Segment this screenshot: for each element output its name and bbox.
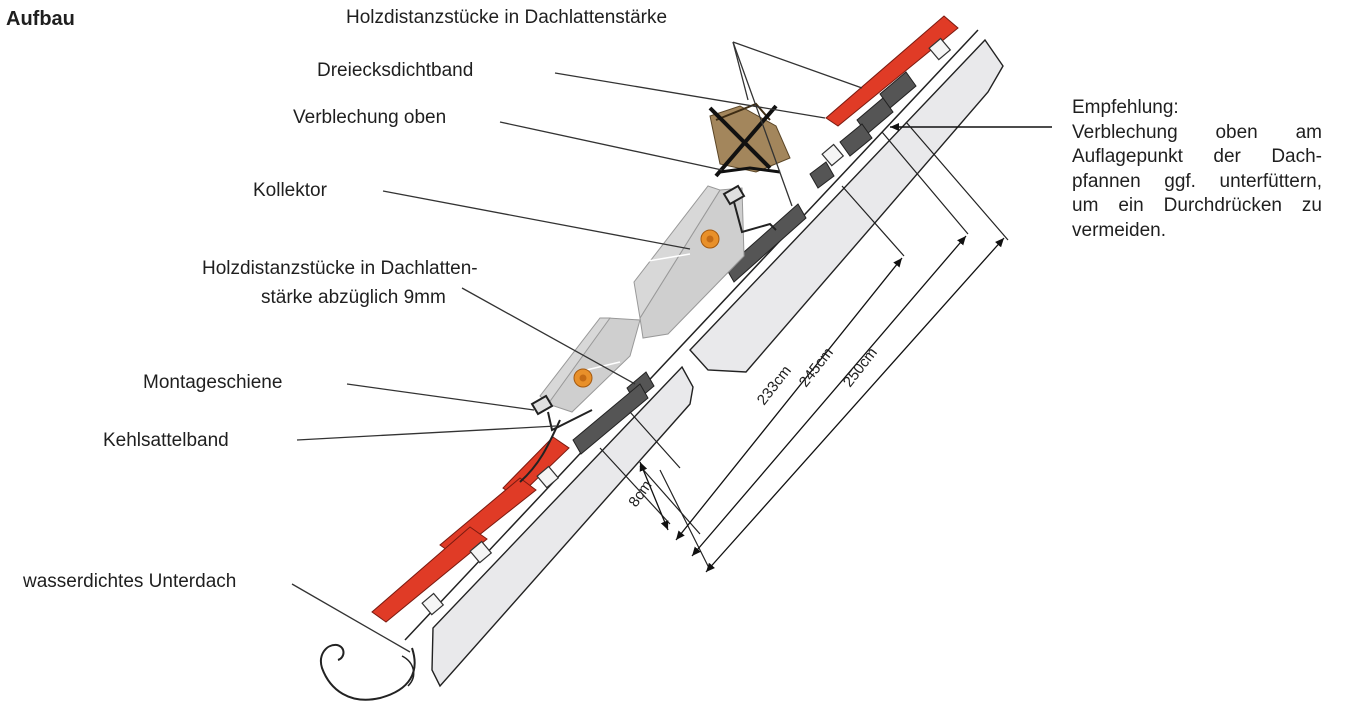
dim-label-233: 233cm (754, 363, 795, 409)
dimension-arrows (639, 235, 1005, 573)
recommendation-line: vermeiden. (1072, 219, 1166, 241)
recommendation-line: um ein Durchdrücken zu (1072, 195, 1322, 216)
recommendation-line: Verblechung oben am (1072, 121, 1322, 143)
label-flashing-top: Verblechung oben (293, 107, 447, 128)
leader-triangle-seal (554, 72, 826, 119)
leader-spacer-top (732, 41, 793, 207)
dim-label-245: 245cm (796, 345, 837, 391)
leader-underroof (291, 583, 411, 653)
collector-upper (633, 185, 721, 320)
leader-valley-tape (296, 425, 557, 441)
label-triangle-seal: Dreiecksdichtband (317, 60, 474, 81)
recommendation-line: Auflagepunkt der Dach- (1072, 146, 1322, 167)
label-spacer-reduced-1: Holzdistanzstücke in Dachlatten- (202, 258, 478, 279)
flashing-top (708, 102, 791, 178)
recommendation-line: pfannen ggf. unterfüttern, (1072, 170, 1322, 192)
label-mounting-rail: Montageschiene (143, 372, 283, 393)
dimension-lines (599, 121, 1009, 571)
spacer-top (809, 161, 835, 189)
leader-lines (291, 41, 863, 653)
roof-tiles (371, 15, 959, 623)
leader-spacer-top (732, 41, 749, 101)
label-underroof: wasserdichtes Unterdach (23, 571, 237, 592)
dim-arrow-250 (705, 237, 1005, 573)
leader-collector (382, 190, 691, 250)
label-valley-tape: Kehlsattelband (103, 430, 229, 451)
roof-underlay-line (404, 29, 979, 641)
collector-highlight (641, 253, 691, 263)
spacer-lower (572, 383, 649, 455)
roof-tile (825, 15, 959, 127)
leader-mounting-rail (346, 383, 535, 411)
leader-spacer-top (732, 41, 863, 89)
diagram-title: Aufbau (6, 8, 75, 30)
label-spacer-reduced-2: stärke abzüglich 9mm (261, 287, 446, 308)
dim-arrow-8 (639, 461, 669, 531)
label-collector: Kollektor (253, 180, 327, 201)
leader-spacer-reduced (461, 287, 636, 385)
recommendation-heading: Empfehlung: (1072, 97, 1179, 118)
dim-label-8: 8cm (625, 477, 655, 510)
mounting-rail (519, 184, 777, 483)
gutter-hook (401, 655, 415, 687)
recommendation-note: Empfehlung: Verblechung oben am Auflagep… (1072, 96, 1322, 243)
label-spacer-top: Holzdistanzstücke in Dachlattenstärke (346, 7, 668, 28)
spacer-top (839, 123, 873, 157)
sensor-icon (573, 368, 593, 388)
roof-tile (371, 526, 488, 623)
gutter (320, 643, 416, 701)
dim-arrow-245 (691, 235, 967, 557)
leader-flashing (499, 121, 723, 171)
batten-blocks (421, 37, 952, 616)
sensor-icon (700, 229, 720, 249)
collectors (539, 185, 745, 413)
